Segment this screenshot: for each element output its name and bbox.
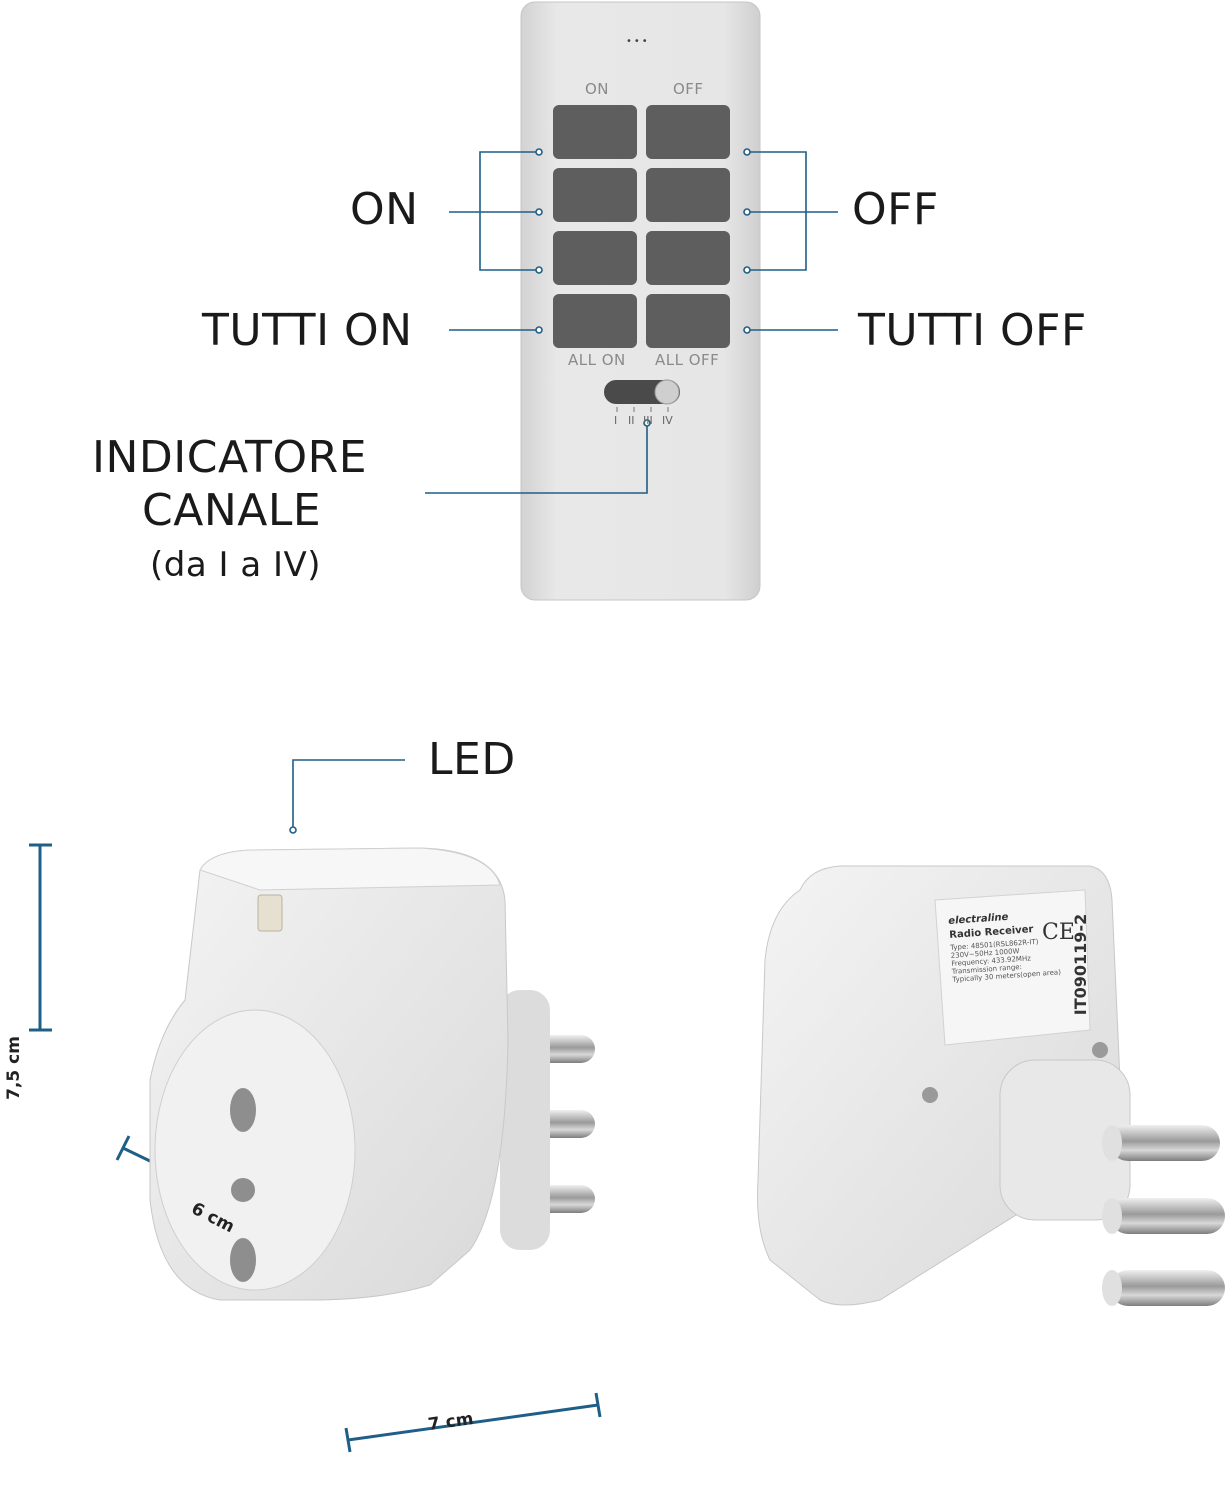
remote-label-on: ON	[585, 80, 610, 98]
on-button-1[interactable]	[553, 105, 637, 159]
off-leader	[743, 148, 838, 274]
callout-on: ON	[350, 184, 419, 235]
label-plate: electraline Radio Receiver Type: 48501(R…	[948, 907, 1082, 984]
height-dimension	[29, 843, 52, 1032]
remote-label-all-on: ALL ON	[568, 351, 626, 369]
ce-mark: CE	[1042, 920, 1075, 945]
depth-dimension	[344, 1392, 602, 1453]
off-button-1[interactable]	[646, 105, 730, 159]
remote-label-all-off: ALL OFF	[655, 351, 720, 369]
on-button-3[interactable]	[553, 231, 637, 285]
callout-led: LED	[428, 734, 516, 785]
remote-indicator-dots: •••	[626, 36, 650, 47]
callout-channel-line1: INDICATORE	[92, 432, 368, 483]
callout-all-off: TUTTI OFF	[858, 305, 1087, 356]
all-on-button[interactable]	[553, 294, 637, 348]
remote-buttons	[553, 105, 730, 348]
led-leader	[289, 759, 405, 834]
all-off-button[interactable]	[646, 294, 730, 348]
product-code: IT090119-2	[1071, 913, 1091, 1016]
callout-channel-range: (da I a IV)	[150, 545, 322, 585]
channel-slider[interactable]	[604, 379, 680, 412]
receiver-plug-front	[149, 847, 595, 1301]
remote-label-off: OFF	[673, 80, 704, 98]
channel-leader	[425, 419, 651, 494]
channel-mark-1: I	[614, 414, 618, 427]
on-leader	[449, 148, 543, 274]
on-button-2[interactable]	[553, 168, 637, 222]
channel-mark-2: II	[628, 414, 635, 427]
callout-all-on: TUTTI ON	[202, 305, 413, 356]
dimension-height-label: 7,5 cm	[3, 1036, 24, 1100]
callout-channel-line2: CANALE	[142, 485, 322, 536]
off-button-2[interactable]	[646, 168, 730, 222]
channel-mark-4: IV	[662, 414, 673, 427]
all-leaders	[449, 326, 838, 334]
off-button-3[interactable]	[646, 231, 730, 285]
channel-mark-3: III	[643, 414, 653, 427]
callout-off: OFF	[852, 184, 939, 235]
receiver-plug-back	[757, 865, 1225, 1306]
